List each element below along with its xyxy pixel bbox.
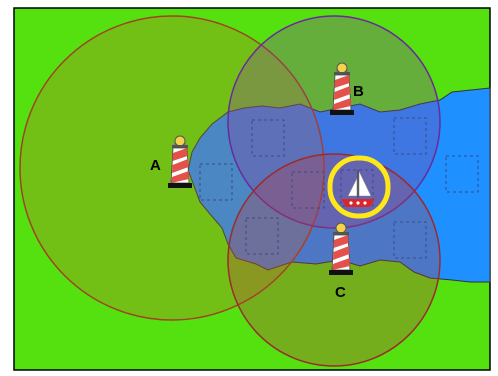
lighthouse-label: C <box>335 284 346 301</box>
grid-cell[interactable] <box>251 119 285 157</box>
lighthouse-label: A <box>150 157 161 174</box>
lighthouse-c[interactable]: C <box>329 222 353 301</box>
grid-cell[interactable] <box>199 163 233 201</box>
ship-cell[interactable] <box>327 155 391 219</box>
lighthouse-icon <box>330 62 354 115</box>
ship-highlight-ring <box>327 155 391 219</box>
grid-cell[interactable] <box>393 117 427 155</box>
lighthouse-a[interactable]: A <box>150 135 192 188</box>
sailboat-icon <box>341 170 375 207</box>
lighthouse-icon <box>329 222 353 275</box>
grid-cell[interactable] <box>445 155 479 193</box>
grid-cells <box>199 117 479 259</box>
lighthouse-label: B <box>353 83 364 100</box>
lighthouse-icon <box>168 135 192 188</box>
water-area <box>187 87 491 283</box>
grid-cell[interactable] <box>291 171 325 209</box>
grid-cell[interactable] <box>245 217 279 255</box>
lighthouse-b[interactable]: B <box>330 62 364 115</box>
grid-cell[interactable] <box>393 221 427 259</box>
